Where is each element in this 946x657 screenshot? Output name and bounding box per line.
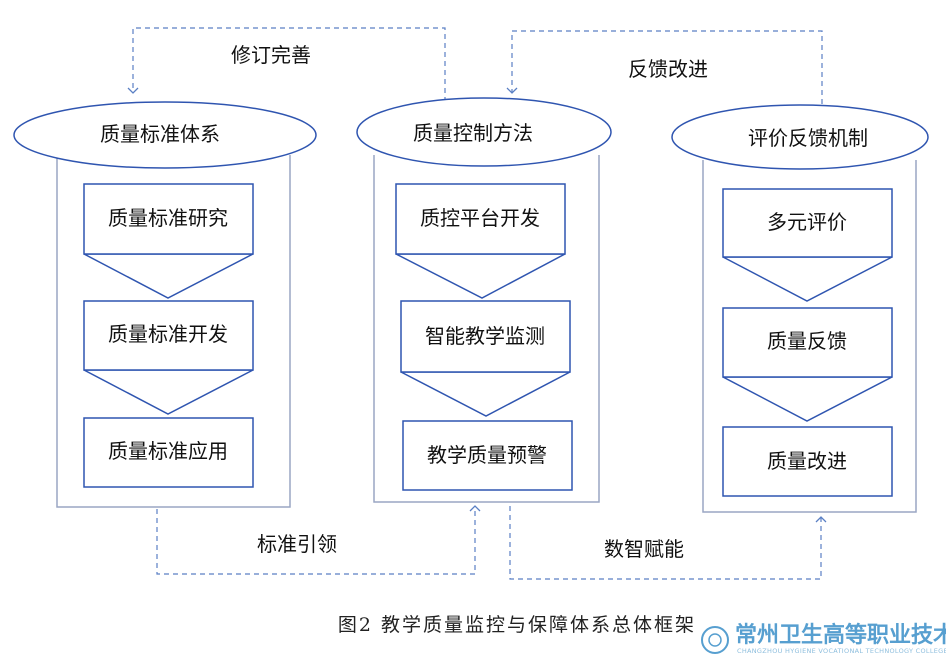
flow-arrow (83, 253, 254, 299)
logo-name: 常州卫生高等职业技术学校 (735, 622, 946, 648)
flow-label: 数智赋能 (604, 537, 684, 561)
dashed-connectors (127, 27, 827, 580)
column-frame (56, 155, 291, 508)
step-label: 质量标准应用 (108, 439, 228, 463)
step-box (83, 417, 254, 488)
step-label: 质量标准开发 (108, 322, 228, 346)
step-box (722, 426, 893, 497)
flow-label: 修订完善 (231, 43, 311, 67)
step-box (722, 188, 893, 258)
column-quality-control (356, 97, 612, 503)
loop-revise (127, 27, 446, 102)
flow-arrow (83, 369, 254, 415)
loop-standard-lead (156, 505, 481, 575)
step-label: 智能教学监测 (425, 324, 545, 348)
column-quality-standards (13, 101, 317, 508)
step-label: 教学质量预警 (427, 443, 547, 467)
flow-arrow (722, 376, 893, 422)
column-frame (373, 155, 600, 503)
column-evaluation-feedback (671, 104, 929, 513)
step-box (402, 420, 573, 491)
step-box (83, 183, 254, 255)
step-label: 质控平台开发 (420, 206, 540, 230)
column-frame (702, 160, 917, 513)
column-title-ellipse (13, 101, 317, 169)
column-title: 质量标准体系 (100, 122, 220, 146)
column-title-ellipse (671, 104, 929, 170)
flow-label: 反馈改进 (628, 57, 708, 81)
flow-arrow (722, 256, 893, 302)
column-title: 质量控制方法 (413, 121, 533, 145)
flow-label: 标准引领 (257, 532, 337, 556)
step-box (83, 300, 254, 371)
loop-feedback (506, 30, 823, 104)
flow-arrow (400, 371, 571, 417)
step-box (395, 183, 566, 255)
loop-digital-empower (509, 506, 827, 580)
flow-arrow (395, 253, 566, 299)
column-title-ellipse (356, 97, 612, 167)
step-box (722, 307, 893, 378)
figure-caption: 图2 教学质量监控与保障体系总体框架 (338, 614, 696, 636)
step-label: 质量改进 (767, 449, 847, 473)
step-box (400, 300, 571, 373)
step-label: 多元评价 (767, 210, 847, 234)
logo-emblem-icon (701, 626, 729, 654)
step-label: 质量反馈 (767, 329, 847, 353)
logo-subtitle: CHANGZHOU HYGIENE VOCATIONAL TECHNOLOGY … (737, 647, 946, 655)
step-label: 质量标准研究 (108, 206, 228, 230)
column-title: 评价反馈机制 (748, 126, 868, 150)
college-logo: 常州卫生高等职业技术学校 CHANGZHOU HYGIENE VOCATIONA… (701, 622, 946, 655)
